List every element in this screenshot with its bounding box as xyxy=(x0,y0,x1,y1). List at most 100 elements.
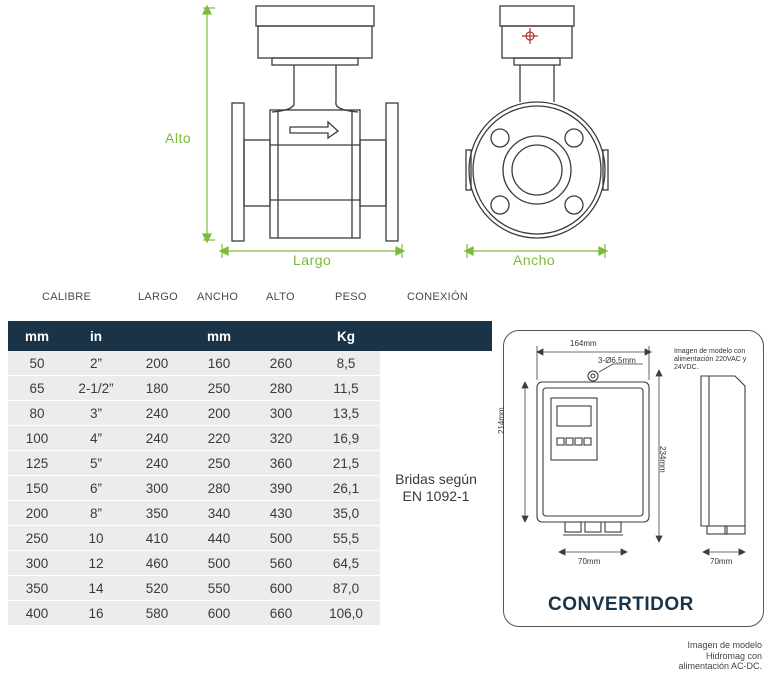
table-cell: 400 xyxy=(8,600,66,626)
bottom-note: Imagen de modelo Hidromag con alimentaci… xyxy=(678,640,762,671)
table-cell: 550 xyxy=(188,575,250,601)
dim-164mm: 164mm xyxy=(570,339,597,348)
table-cell: 350 xyxy=(8,575,66,601)
dim-234mm: 234mm xyxy=(658,446,667,473)
table-cell: 660 xyxy=(250,600,312,626)
table-cell: 500 xyxy=(188,550,250,576)
display-screen xyxy=(556,405,592,427)
unit-header-row: mm in mm Kg xyxy=(8,321,492,351)
table-cell: 200 xyxy=(8,500,66,526)
converter-drawing xyxy=(521,346,746,556)
table-cell: 520 xyxy=(126,575,188,601)
table-cell: 2” xyxy=(66,351,126,376)
target-symbol xyxy=(522,28,538,44)
dim-holes: 3-Ø6,5mm xyxy=(598,356,636,365)
table-cell: 10 xyxy=(66,525,126,551)
table-cell: 580 xyxy=(126,600,188,626)
table-cell: 300 xyxy=(126,475,188,501)
table-cell: 4” xyxy=(66,425,126,451)
table-cell: 240 xyxy=(126,400,188,426)
left-flange xyxy=(231,102,245,242)
col-largo: LARGO xyxy=(138,291,179,303)
table-cell: 8” xyxy=(66,500,126,526)
dim-214mm: 214mm xyxy=(497,407,506,434)
connection-line-2: EN 1092-1 xyxy=(402,488,470,505)
table-cell: 106,0 xyxy=(312,600,380,626)
table-cell: 500 xyxy=(250,525,312,551)
table-cell: 13,5 xyxy=(312,400,380,426)
dim-70mm-front: 70mm xyxy=(578,557,601,566)
table-cell: 220 xyxy=(188,425,250,451)
table-cell: 600 xyxy=(250,575,312,601)
meter-body xyxy=(269,109,361,239)
table-cell: 250 xyxy=(188,375,250,401)
table-cell: 16 xyxy=(66,600,126,626)
converter-title: CONVERTIDOR xyxy=(548,594,694,615)
table-cell: 390 xyxy=(250,475,312,501)
table-cell: 87,0 xyxy=(312,575,380,601)
table-cell: 35,0 xyxy=(312,500,380,526)
table-cell: 250 xyxy=(188,450,250,476)
table-cell: 180 xyxy=(126,375,188,401)
table-cell: 440 xyxy=(188,525,250,551)
table-cell: 125 xyxy=(8,450,66,476)
table-cell: 260 xyxy=(250,351,312,376)
table-cell: 240 xyxy=(126,425,188,451)
right-flange xyxy=(385,102,399,242)
flowmeter-drawing xyxy=(202,4,609,258)
table-cell: 8,5 xyxy=(312,351,380,376)
col-alto: ALTO xyxy=(266,291,295,303)
table-cell: 320 xyxy=(250,425,312,451)
table-cell: 150 xyxy=(8,475,66,501)
table-cell: 560 xyxy=(250,550,312,576)
connection-line-1: Bridas según xyxy=(395,471,477,488)
table-cell: 2-1/2” xyxy=(66,375,126,401)
label-largo: Largo xyxy=(293,252,332,268)
col-calibre: CALIBRE xyxy=(42,291,92,303)
table-cell: 460 xyxy=(126,550,188,576)
table-cell: 410 xyxy=(126,525,188,551)
flow-arrow xyxy=(289,120,340,140)
table-cell: 50 xyxy=(8,351,66,376)
unit-mm-2: mm xyxy=(188,321,250,351)
converter-note-top: Imagen de modelo con alimentación 220VAC… xyxy=(674,348,747,371)
table-cell: 600 xyxy=(188,600,250,626)
converter-panel xyxy=(503,330,764,627)
table-cell: 65 xyxy=(8,375,66,401)
col-ancho: ANCHO xyxy=(197,291,239,303)
table-cell: 430 xyxy=(250,500,312,526)
converter-side-view xyxy=(700,375,746,527)
unit-in: in xyxy=(66,321,126,351)
table-cell: 12 xyxy=(66,550,126,576)
table-cell: 340 xyxy=(188,500,250,526)
label-ancho: Ancho xyxy=(513,252,556,268)
col-peso: PESO xyxy=(335,291,367,303)
transmitter-head-top xyxy=(255,5,375,27)
table-cell: 300 xyxy=(250,400,312,426)
unit-kg: Kg xyxy=(312,321,380,351)
table-cell: 100 xyxy=(8,425,66,451)
table-cell: 300 xyxy=(8,550,66,576)
table-cell: 280 xyxy=(188,475,250,501)
table-cell: 6” xyxy=(66,475,126,501)
table-cell: 350 xyxy=(126,500,188,526)
display-panel xyxy=(550,397,598,461)
table-cell: 250 xyxy=(8,525,66,551)
table-cell: 11,5 xyxy=(312,375,380,401)
table-cell: 200 xyxy=(188,400,250,426)
flange-disc xyxy=(468,101,606,239)
table-cell: 3” xyxy=(66,400,126,426)
converter-housing xyxy=(536,381,650,523)
